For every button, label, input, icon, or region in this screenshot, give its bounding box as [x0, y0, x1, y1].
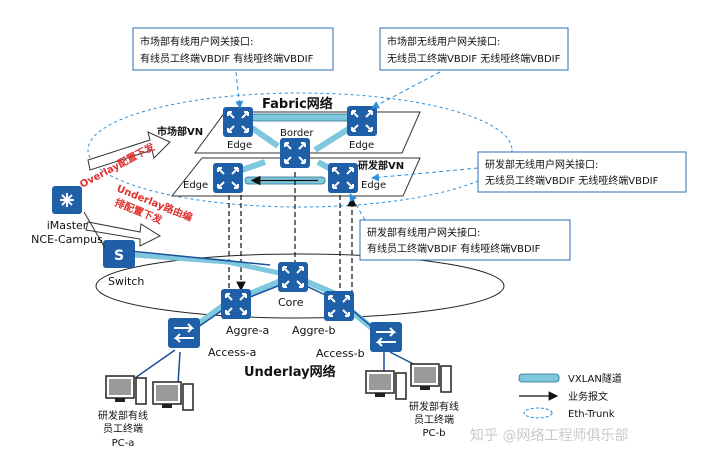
access-a-device[interactable] — [167, 317, 201, 349]
vxlan-tunnel-edge-border-left — [250, 125, 280, 149]
callout-market-wireless — [379, 27, 569, 71]
vn-rd-label: 研发部VN — [358, 159, 404, 172]
callout-connector-rd-wired — [349, 193, 366, 221]
core-label: Core — [278, 296, 304, 309]
controller-label-line1: iMaster — [47, 219, 88, 232]
callout-market-wired — [132, 27, 334, 71]
callout-rd-wired-body: 有线员工终端VBDIF 有线哑终端VBDIF — [367, 242, 541, 255]
controller-label-line2: NCE-Campus — [31, 233, 103, 246]
core-device[interactable] — [277, 261, 309, 293]
pc-b2-icon — [410, 363, 452, 393]
pc-b-icon — [365, 370, 407, 400]
edge-market-right-device[interactable] — [346, 105, 378, 137]
aggre-b-label: Aggre-b — [292, 324, 336, 337]
controller-link — [83, 211, 106, 249]
watermark: 知乎 @网络工程师俱乐部 — [470, 427, 628, 444]
edge-rd-right-label: Edge — [361, 180, 386, 191]
callout-rd-wired — [359, 219, 571, 261]
link-access-a-pc2 — [177, 351, 181, 386]
vxlan-tunnel-edge-border-right — [313, 125, 352, 153]
edge-market-right-label: Edge — [349, 140, 374, 151]
access-a-label: Access-a — [208, 346, 256, 359]
vn-market-label: 市场部VN — [157, 125, 203, 138]
callout-market-wired-title: 市场部有线用户网关接口: — [140, 35, 253, 48]
pc-a-line1: 研发部有线 — [98, 409, 148, 422]
edge-rd-right-device[interactable] — [327, 162, 359, 194]
edge-market-left-device[interactable] — [222, 106, 254, 138]
aggre-a-label: Aggre-a — [226, 324, 269, 337]
callout-connector-market-wireless — [371, 71, 441, 109]
legend-traffic-label: 业务报文 — [568, 390, 608, 403]
pc-b-line3: PC-b — [423, 428, 446, 439]
aggre-b-device[interactable] — [323, 290, 355, 322]
access-b-label: Access-b — [316, 347, 365, 360]
svg-text:S: S — [114, 248, 124, 264]
pc-b-line2: 员工终端 — [414, 413, 454, 426]
vxlan-switch-link — [119, 251, 294, 279]
switch-device[interactable]: S — [103, 240, 135, 268]
callout-rd-wireless-title: 研发部无线用户网关接口: — [485, 158, 598, 171]
underlay-title: Underlay网络 — [244, 364, 336, 380]
link-access-a-pc — [134, 349, 176, 379]
edge-rd-left-device[interactable] — [212, 162, 244, 194]
legend-vxlan-swatch — [518, 373, 560, 383]
callout-connector-market-wired — [235, 71, 244, 109]
fabric-boundary — [87, 92, 513, 208]
callout-market-wired-body: 有线员工终端VBDIF 有线哑终端VBDIF — [140, 52, 314, 65]
aggre-a-device[interactable] — [220, 288, 252, 320]
callout-market-wireless-body: 无线员工终端VBDIF 无线哑终端VBDIF — [387, 52, 561, 65]
legend-eth-trunk-swatch — [523, 407, 553, 419]
legend-eth-trunk-label: Eth-Trunk — [568, 409, 615, 420]
callout-connector-rd-wireless — [371, 167, 479, 182]
vxlan-tunnel-market — [251, 113, 353, 122]
fabric-title: Fabric网络 — [262, 96, 333, 112]
overlay-arrow-icon — [87, 131, 171, 171]
traffic-path-switch — [119, 249, 271, 266]
switch-label: Switch — [108, 275, 144, 288]
callout-rd-wireless-body: 无线员工终端VBDIF 无线哑终端VBDIF — [485, 174, 659, 187]
border-device[interactable] — [279, 137, 311, 169]
pc-a-line3: PC-a — [112, 438, 135, 449]
callout-rd-wired-title: 研发部有线用户网关接口: — [367, 226, 480, 239]
access-b-device[interactable] — [369, 321, 403, 353]
edge-market-left-label: Edge — [227, 140, 252, 151]
callout-rd-wireless — [477, 151, 687, 193]
pc-a-icon — [105, 375, 147, 405]
pc-a2-icon — [152, 381, 194, 411]
pc-b-line1: 研发部有线 — [409, 400, 459, 413]
legend-vxlan-label: VXLAN隧道 — [568, 372, 622, 385]
edge-rd-left-label: Edge — [183, 180, 208, 191]
callout-market-wireless-title: 市场部无线用户网关接口: — [387, 35, 500, 48]
underlay-boundary — [95, 253, 505, 319]
border-label: Border — [280, 128, 314, 139]
pc-a-line2: 员工终端 — [103, 422, 143, 435]
controller-icon — [52, 186, 82, 214]
